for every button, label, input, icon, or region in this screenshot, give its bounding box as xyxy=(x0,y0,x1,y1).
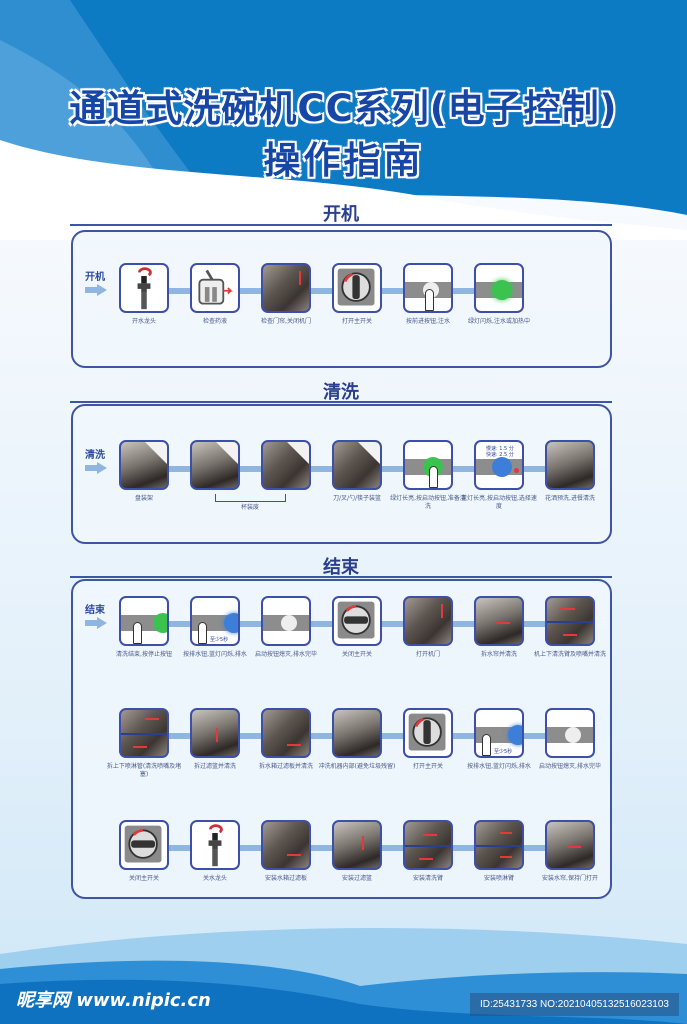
door-photo xyxy=(261,263,311,313)
faucet-icon xyxy=(190,820,240,870)
step-plate-rack: 盘装架 xyxy=(119,440,169,503)
step-main-switch-off-2: 关闭主开关 xyxy=(119,820,169,883)
step-remove-filter-basket: 拆过滤篮并清洗 xyxy=(190,708,240,771)
main-switch-icon xyxy=(332,596,382,646)
step-remove-wash-arm: 机上下清洗臂及喷嘴并清洗 xyxy=(534,596,606,659)
header-wave-background xyxy=(0,0,687,240)
step-remove-filter-plate: 拆水箱过滤板并清洗 xyxy=(259,708,313,771)
step-stop: 清洗结束,按停止按钮 xyxy=(116,596,172,659)
open-door-photo xyxy=(403,596,453,646)
site-logo[interactable]: 昵享网 www.nipic.cn xyxy=(16,990,211,1011)
step-drain-2: 至少5秒 按排水钮,蓝灯闪烁,排水 xyxy=(467,708,531,771)
step-install-spray-arm: 安装喷淋臂 xyxy=(474,820,524,883)
install-plate-photo xyxy=(261,820,311,870)
stop-button-icon xyxy=(119,596,169,646)
step-main-switch-on: 打开主开关 xyxy=(332,263,382,326)
cup-rack-photo-2 xyxy=(261,440,311,490)
page-title: 通道式洗碗机CC系列(电子控制) xyxy=(69,87,618,130)
section-heading-wash: 清洗 xyxy=(323,382,359,403)
cutlery-basket-photo xyxy=(332,440,382,490)
curtain-photo xyxy=(474,596,524,646)
section-divider xyxy=(70,224,612,226)
press-button-icon xyxy=(403,263,453,313)
step-drain: 至少5秒 按排水钮,蓝灯闪烁,排水 xyxy=(183,596,247,659)
arrow-right-icon xyxy=(85,462,107,474)
main-switch-icon xyxy=(332,263,382,313)
step-remove-spray-pipe: 拆上下喷淋管(清洗喷嘴及堵塞) xyxy=(107,708,181,779)
step-check-door: 检查门帘,关闭机门 xyxy=(261,263,311,326)
side-label-wash: 清洗 xyxy=(85,450,105,461)
page-subtitle: 操作指南 xyxy=(263,139,424,182)
finish-panel: 结束 清洗结束,按停止按钮 至少5秒 按排水钮,蓝灯闪烁,排水 启动按钮熄灭,排… xyxy=(71,579,612,899)
step-close-faucet: 关水龙头 xyxy=(190,820,240,883)
cup-rack-bracket xyxy=(215,494,286,502)
step-cup-rack-2 xyxy=(261,440,311,490)
filter-plate-photo xyxy=(261,708,311,758)
arrow-right-icon xyxy=(85,617,107,629)
arrow-right-icon xyxy=(85,284,107,296)
flow-track xyxy=(133,288,523,294)
drain-button-icon: 至少5秒 xyxy=(474,708,524,758)
install-curtain-photo xyxy=(545,820,595,870)
step-install-wash-arm: 安装清洗臂 xyxy=(403,820,453,883)
step-main-switch-on-2: 打开主开关 xyxy=(403,708,453,771)
step-open-faucet: 开水龙头 xyxy=(119,263,169,326)
wash-panel: 清洗 盘装架 杯装废 刀/叉/勺/筷子装篮 绿灯长亮,按启动按钮,准备清洗 慢速… xyxy=(71,404,612,544)
step-green-start: 绿灯长亮,按启动按钮,准备清洗 xyxy=(390,440,466,511)
bracket-label: 杯装废 xyxy=(240,504,259,511)
step-main-switch-off: 关闭主开关 xyxy=(332,596,382,659)
step-rinse-interior: 冲洗机器内部(避免垃圾残留) xyxy=(319,708,395,771)
button-off-icon xyxy=(261,596,311,646)
install-basket-photo xyxy=(332,820,382,870)
section-divider xyxy=(70,401,612,403)
step-button-off: 启动按钮熄灭,排水完毕 xyxy=(255,596,317,659)
section-heading-finish: 结束 xyxy=(323,557,359,578)
cup-rack-photo xyxy=(190,440,240,490)
step-press-fill: 按前进按钮,注水 xyxy=(403,263,453,326)
step-open-door: 打开机门 xyxy=(403,596,453,659)
main-switch-icon xyxy=(119,820,169,870)
green-start-icon xyxy=(403,440,453,490)
drain-button-icon: 至少5秒 xyxy=(190,596,240,646)
wash-arm-photo xyxy=(545,596,595,646)
faucet-icon xyxy=(119,263,169,313)
prewash-photo xyxy=(545,440,595,490)
step-remove-curtain: 拆水帘并清洗 xyxy=(474,596,524,659)
detergent-tank-icon xyxy=(190,263,240,313)
startup-panel: 开机 开水龙头 检查药液 检查门帘,关闭机门 打开主开关 按前进按钮,注水 绿灯… xyxy=(71,230,612,368)
green-light-icon xyxy=(474,263,524,313)
filter-basket-photo xyxy=(190,708,240,758)
blue-start-icon: 慢速: 1.5 分 快速: 2.5 分 xyxy=(474,440,524,490)
button-off-icon xyxy=(545,708,595,758)
step-green-flash: 绿灯闪烁,注水或加热中 xyxy=(468,263,530,326)
section-heading-startup: 开机 xyxy=(323,204,359,225)
install-arm-photo xyxy=(403,820,453,870)
step-check-detergent: 检查药液 xyxy=(190,263,240,326)
main-switch-icon xyxy=(403,708,453,758)
step-prewash: 花洒预洗,进餐清洗 xyxy=(545,440,595,503)
section-divider xyxy=(70,576,612,578)
step-install-filter-plate: 安装水箱过滤板 xyxy=(261,820,311,883)
step-install-filter-basket: 安装过滤篮 xyxy=(332,820,382,883)
side-label-startup: 开机 xyxy=(85,272,105,283)
step-cup-rack xyxy=(190,440,240,490)
install-spray-photo xyxy=(474,820,524,870)
image-id-label: ID:25431733 NO:20210405132516023103 xyxy=(469,993,679,1016)
step-blue-start: 慢速: 1.5 分 快速: 2.5 分 蓝灯长亮,按启动按钮,选择速度 xyxy=(461,440,537,511)
side-label-finish: 结束 xyxy=(85,605,105,616)
plate-rack-photo xyxy=(119,440,169,490)
rinse-interior-photo xyxy=(332,708,382,758)
step-cutlery-basket: 刀/叉/勺/筷子装篮 xyxy=(332,440,382,503)
step-button-off-2: 启动按钮熄灭,排水完毕 xyxy=(539,708,601,771)
step-install-curtain: 安装水帘,保持门打开 xyxy=(542,820,598,883)
spray-pipe-photo xyxy=(119,708,169,758)
